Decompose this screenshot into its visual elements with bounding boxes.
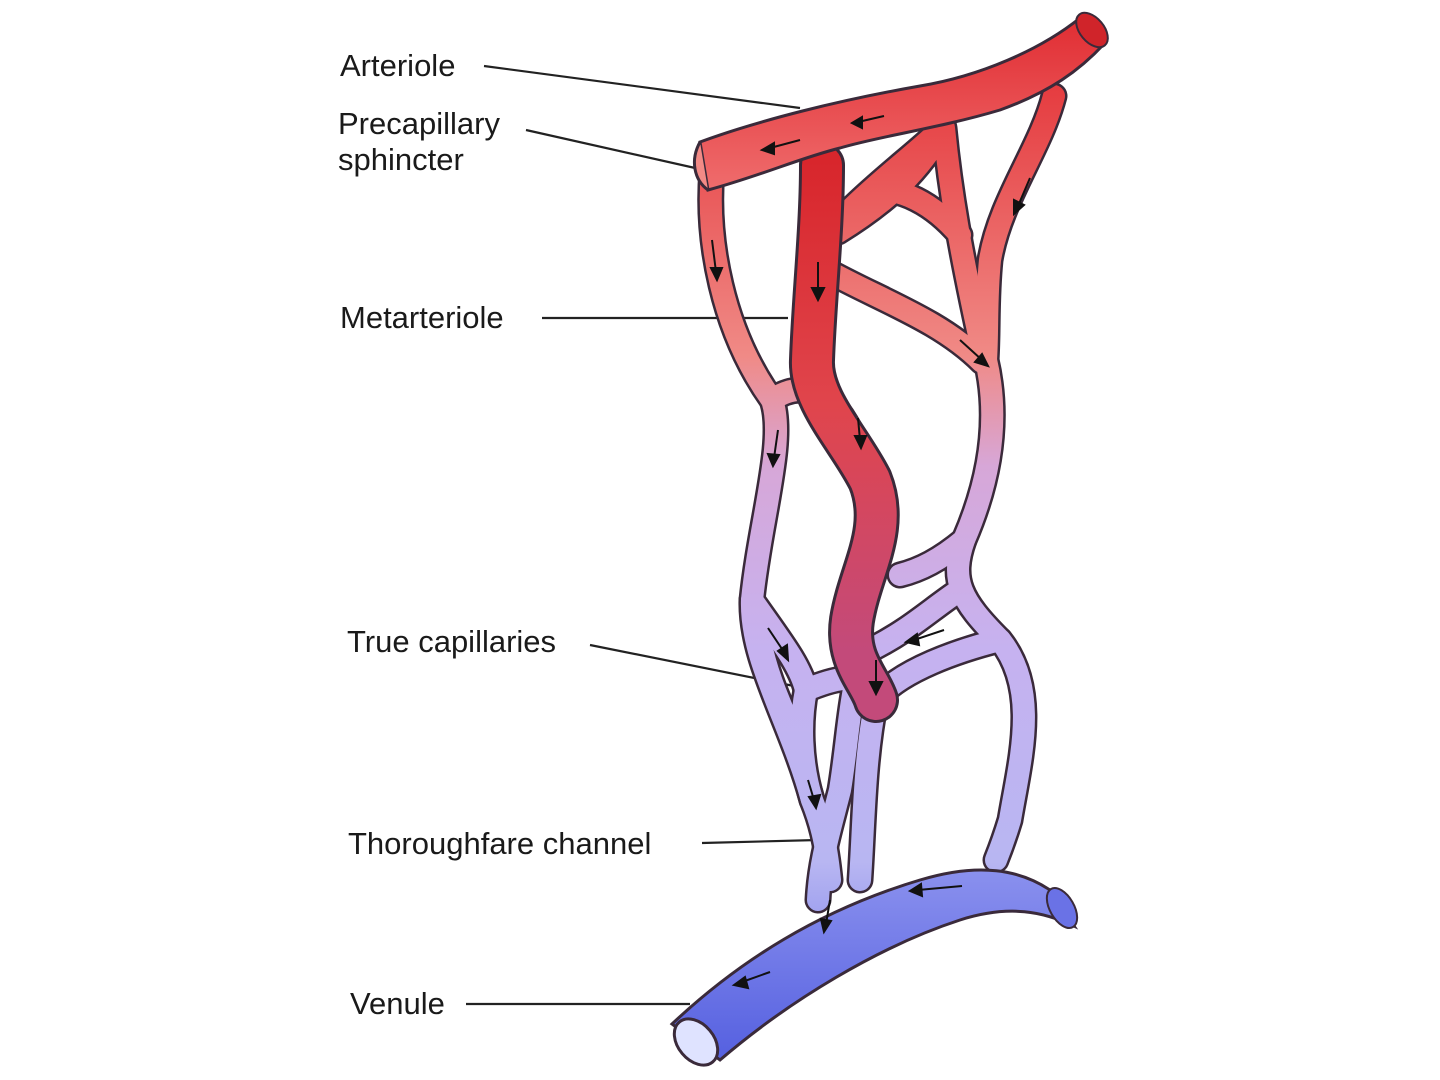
flow-arrow — [807, 779, 822, 811]
venule — [669, 868, 1079, 1067]
flow-arrow — [731, 971, 771, 990]
true-capillaries-label: True capillaries — [347, 624, 557, 659]
arteriole-leader — [483, 64, 801, 110]
flow-arrow — [810, 262, 826, 303]
flow-arrow — [959, 339, 990, 368]
flow-arrow — [1013, 177, 1031, 217]
flow-arrow — [907, 882, 963, 898]
flow-arrow — [767, 627, 790, 663]
flow-arrow — [868, 660, 884, 697]
leader-lines — [466, 64, 819, 1006]
true-capillaries — [697, 82, 1068, 914]
thoroughfare-channel-label: Thoroughfare channel — [348, 826, 652, 861]
flow-arrow — [853, 417, 868, 451]
metarteriole-label: Metarteriole — [340, 300, 504, 335]
flow-arrow — [766, 429, 781, 469]
precapillary-sphincter-label: Precapillary sphincter — [338, 106, 500, 178]
flow-arrow — [709, 239, 724, 283]
venule-label: Venule — [350, 986, 445, 1021]
thoroughfare-channel-leader — [701, 838, 819, 845]
flow-arrow — [903, 629, 945, 647]
flow-arrow — [759, 139, 801, 156]
arteriole-label: Arteriole — [340, 48, 456, 83]
metarteriole — [789, 142, 900, 723]
precapillary-sphincter-leader — [525, 128, 705, 172]
flow-arrow — [819, 899, 833, 935]
precapillary-label-line1: Precapillary — [338, 106, 500, 141]
precapillary-label-line2: sphincter — [338, 142, 464, 177]
flow-arrows — [709, 115, 1031, 990]
arteriole — [692, 11, 1109, 192]
flow-arrow — [849, 115, 885, 130]
